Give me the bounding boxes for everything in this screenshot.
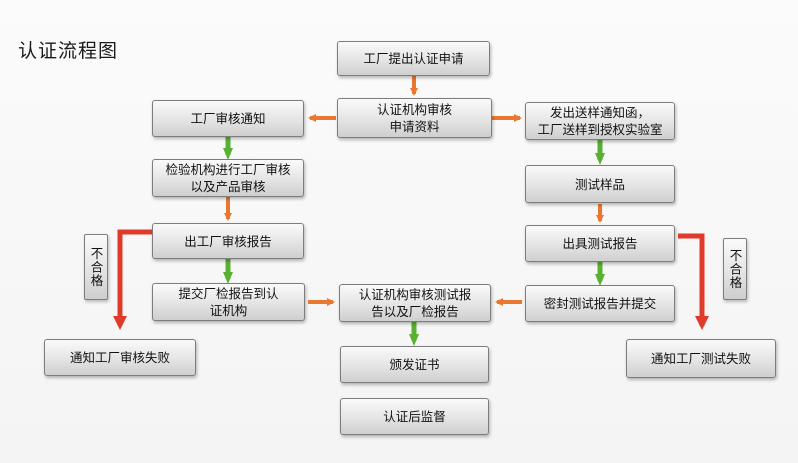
cert-review-box: 认证机构审核测试报 告以及厂检报告 <box>339 284 491 322</box>
issue-cert-box: 颁发证书 <box>340 346 489 383</box>
factory-audit-report-box: 出工厂审核报告 <box>152 223 304 259</box>
surveillance-box: 认证后监督 <box>340 398 489 435</box>
factory-audit-notice-box: 工厂审核通知 <box>152 100 304 137</box>
page-title: 认证流程图 <box>18 40 119 62</box>
inspection-box: 检验机构进行工厂审核 以及产品审核 <box>152 159 304 197</box>
submit-report-box: 提交厂检报告到认 证机构 <box>152 283 305 321</box>
factory-fail-box: 通知工厂审核失败 <box>44 339 196 376</box>
sample-notice-box: 发出送样通知函， 工厂送样到授权实验室 <box>525 102 675 140</box>
arrow-factory-fail <box>113 229 152 330</box>
apply-box: 工厂提出认证申请 <box>337 41 490 76</box>
seal-submit-box: 密封测试报告并提交 <box>525 285 675 322</box>
test-report-box: 出具测试报告 <box>525 225 675 262</box>
test-fail-box: 通知工厂测试失败 <box>626 339 776 378</box>
fail-tag-left: 不合格 <box>84 234 108 300</box>
review-material-box: 认证机构审核 申请资料 <box>337 98 492 138</box>
test-samples-box: 测试样品 <box>525 165 675 203</box>
fail-tag-right: 不合格 <box>723 238 747 300</box>
arrow-test-fail <box>678 233 709 330</box>
